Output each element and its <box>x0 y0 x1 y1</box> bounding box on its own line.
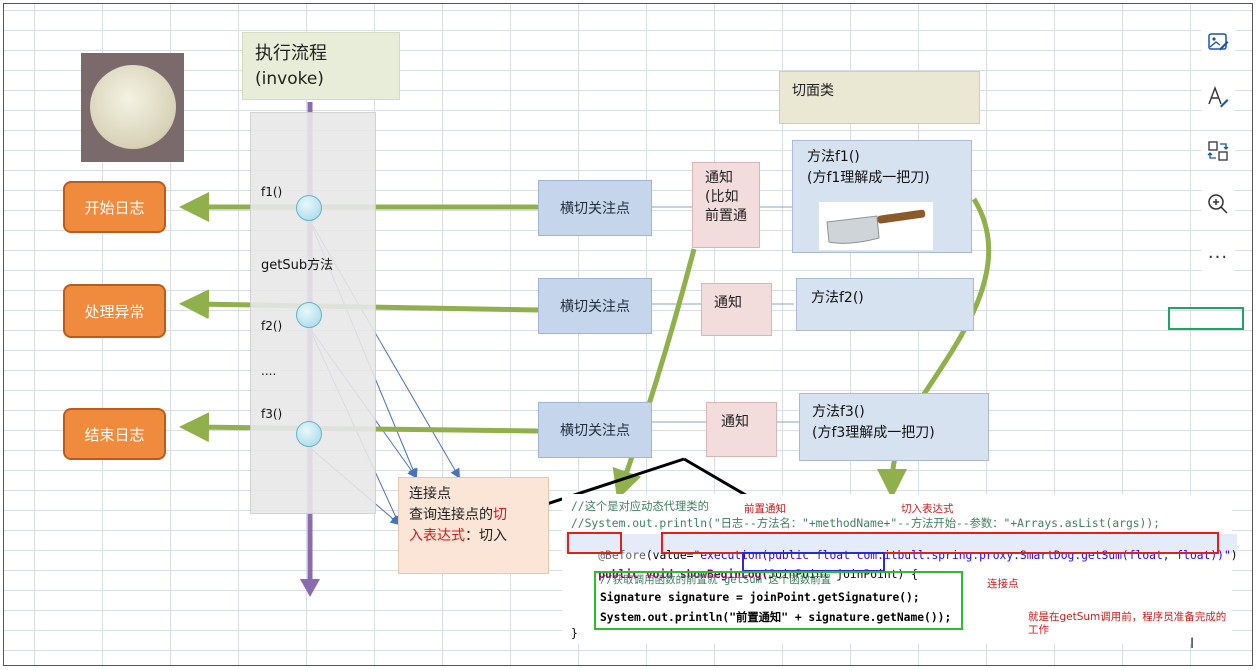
red-box-annotation <box>567 532 622 554</box>
code-line-print: System.out.println("前置通知" + signature.ge… <box>600 611 952 624</box>
code-highlight-line <box>565 534 1237 553</box>
cleaver-image <box>819 202 933 250</box>
joinpoint-title: 连接点 <box>409 486 451 502</box>
pointcut-box-1: 横切关注点 <box>538 180 652 236</box>
aspect-class-label: 切面类 <box>792 83 834 99</box>
code-inner-comment: //获取调用函数的前置就 getSum 这个函数前置 <box>600 574 832 586</box>
pointcut-box-3: 横切关注点 <box>538 402 652 458</box>
label-getsub: getSub方法 <box>261 258 334 273</box>
joinpoint-line3: 入表达式：切入 <box>409 528 507 544</box>
method-box-f3: 方法f3() (方f3理解成一把刀) <box>799 393 989 461</box>
flow-title-box: 执行流程 (invoke) <box>242 32 400 100</box>
red-box-execution <box>661 532 1219 554</box>
more-icon: ··· <box>1207 246 1229 268</box>
joinpoint-line2: 查询连接点的切 <box>409 507 507 523</box>
method-f1-title: 方法f1() <box>807 149 860 165</box>
method-f1-subtitle: (方f1理解成一把刀) <box>807 170 930 186</box>
label-f1: f1() <box>261 185 283 199</box>
text-cursor: I <box>1190 636 1195 652</box>
dough-image <box>90 65 176 149</box>
advice-box-2: 通知 <box>701 283 772 336</box>
label-f3: f3() <box>261 407 283 421</box>
method-f3-title: 方法f3() <box>812 404 865 420</box>
note-pointcut-expr: 切入表达式 <box>901 503 954 515</box>
method-box-f1: 方法f1() (方f1理解成一把刀) <box>792 140 972 253</box>
method-f3-subtitle: (方f3理解成一把刀) <box>812 425 935 441</box>
label-f2: f2() <box>261 319 283 333</box>
text-style-button[interactable] <box>1201 80 1235 114</box>
method-box-f2: 方法f2() <box>796 278 974 331</box>
note-explain-1: 就是在getSum调用前，程序员准备完成的 <box>1028 611 1227 623</box>
box-end-log: 结束日志 <box>63 408 166 460</box>
more-button[interactable]: ··· <box>1201 240 1235 274</box>
note-explain-2: 工作 <box>1028 624 1049 636</box>
join-point-circle <box>296 195 322 221</box>
zoom-in-icon <box>1208 194 1228 214</box>
code-sig-suffix: ) { <box>897 568 918 581</box>
green-box-body <box>594 571 963 630</box>
zoom-in-button[interactable] <box>1201 187 1235 221</box>
advice-box-1: 通知 (比如 前置通 <box>692 162 760 248</box>
aspect-class-box: 切面类 <box>779 71 980 124</box>
box-handle-exception: 处理异常 <box>63 284 166 338</box>
dough-photo <box>81 53 184 162</box>
code-comment-1: //这个是对应动态代理类的 <box>571 500 709 513</box>
blue-box-joinpoint <box>742 552 885 572</box>
code-area <box>562 494 1232 644</box>
note-before-advice: 前置通知 <box>744 503 786 515</box>
pointcut-box-2: 横切关注点 <box>538 278 652 334</box>
method-f2-title: 方法f2() <box>811 290 864 306</box>
code-close-brace: } <box>571 627 578 640</box>
code-line-signature: Signature signature = joinPoint.getSigna… <box>600 591 920 604</box>
join-point-circle <box>296 302 322 328</box>
text-style-icon <box>1208 86 1229 108</box>
flow-subtitle: (invoke) <box>255 69 324 89</box>
image-edit-button[interactable] <box>1201 25 1235 59</box>
flow-arrowhead <box>300 579 320 597</box>
note-join-point: 连接点 <box>987 578 1019 590</box>
joinpoint-box: 连接点 查询连接点的切 入表达式：切入 <box>398 477 549 574</box>
code-close-paren: ) <box>1230 549 1238 562</box>
cleaver-icon <box>826 209 926 244</box>
advice-box-3: 通知 <box>706 402 777 457</box>
label-ellipsis: .... <box>261 364 277 378</box>
code-comment-2: //System.out.println("日志--方法名："+methodNa… <box>571 517 1160 530</box>
swap-icon <box>1207 141 1229 161</box>
box-start-log: 开始日志 <box>63 181 166 233</box>
join-point-circle <box>296 421 322 447</box>
diagram-canvas: 执行流程 (invoke) f1() getSub方法 f2() .... f3… <box>3 3 1253 666</box>
image-edit-icon <box>1208 33 1229 51</box>
swap-button[interactable] <box>1201 134 1235 168</box>
flow-title: 执行流程 <box>255 43 327 64</box>
selected-cell[interactable] <box>1168 307 1244 330</box>
